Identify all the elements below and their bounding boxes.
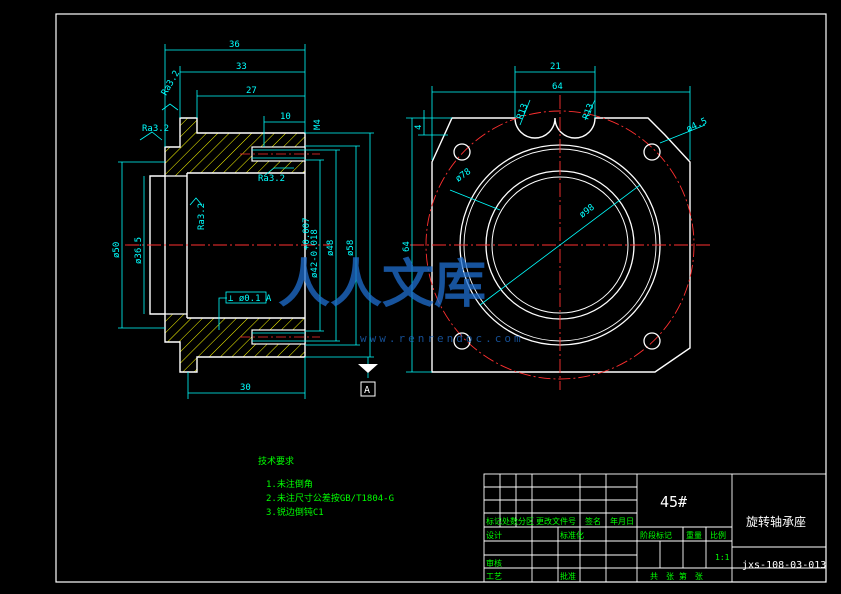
section-outline — [149, 117, 306, 373]
tb-approve: 批准 — [560, 571, 576, 581]
tb-header-3: 分区 — [518, 517, 534, 526]
bolt-hole-br — [643, 332, 661, 350]
dim-4: 4 — [414, 125, 424, 130]
part-name: 旋转轴承座 — [746, 514, 806, 529]
roughness-2: Ra3.2 — [142, 124, 169, 134]
roughness-3: Ra3.2 — [258, 174, 285, 184]
watermark-text: 人人文库 — [278, 254, 486, 315]
tb-scale: 比例 — [710, 530, 726, 540]
tb-standardize: 标准化 — [560, 530, 584, 540]
tb-weight: 重量 — [686, 530, 702, 540]
hatch-lower — [165, 314, 305, 372]
dim-phi98: ø98 — [578, 203, 597, 221]
dim-phi42: ø42-0.018 — [310, 229, 320, 278]
dim-21: 21 — [550, 62, 561, 72]
tb-header-6: 年月日 — [610, 516, 634, 526]
tb-sheet: 共 张 第 张 — [650, 571, 703, 581]
dim-phi48: ø48 — [326, 240, 336, 256]
tolerance-frame-text: ⊥ ø0.1 A — [228, 294, 272, 304]
scale-value: 1:1 — [715, 553, 730, 562]
dim-phi50: ø50 — [112, 242, 122, 258]
tb-header-5: 签名 — [585, 516, 601, 526]
dim-10: 10 — [280, 112, 291, 122]
roughness-4: Ra3.2 — [197, 203, 207, 230]
tb-header-4: 更改文件号 — [536, 516, 576, 526]
dim-30: 30 — [240, 383, 251, 393]
datum-triangle — [358, 364, 378, 373]
datum-label: A — [364, 385, 370, 396]
dim-phi78: ø78 — [454, 167, 473, 185]
bolt-hole-tl — [453, 143, 471, 161]
bolt-hole-tr — [643, 143, 661, 161]
tb-header-1: 标记 — [486, 516, 502, 526]
title-block — [483, 473, 827, 583]
dim-phi58: ø58 — [346, 240, 356, 256]
tb-row-process: 工艺 — [486, 572, 502, 581]
dim-phi45: ø4.5 — [685, 116, 709, 134]
dim-36: 36 — [229, 40, 240, 50]
sheet-border — [55, 13, 827, 583]
roughness-1: Ra3.2 — [160, 69, 182, 97]
front-dimensions — [406, 66, 706, 373]
dim-64-vertical: 64 — [402, 241, 412, 252]
tb-stage-mark: 阶段标记 — [640, 530, 672, 540]
tb-header-2: 处数 — [502, 516, 518, 526]
front-view — [410, 95, 710, 390]
bore-innermost — [491, 176, 629, 314]
note-1: 1.未注倒角 — [266, 478, 313, 490]
note-2: 2.未注尺寸公差按GB/T1804-G — [266, 492, 394, 504]
dim-r13-left: R13 — [515, 102, 530, 121]
dim-64-horizontal: 64 — [552, 82, 563, 92]
notes-title: 技术要求 — [258, 455, 294, 467]
dim-m4: M4 — [313, 119, 323, 130]
bolt-circle — [425, 110, 695, 380]
drawing-number: jxs-108-03-013 — [742, 560, 826, 571]
datum-box — [360, 381, 376, 397]
dim-phi365: ø36.5 — [134, 237, 144, 264]
section-view — [125, 117, 330, 373]
tb-row-review: 审核 — [486, 558, 502, 568]
material: 45# — [660, 493, 687, 511]
tolerance-frame — [225, 291, 267, 304]
dim-phi42-tol: +0.007 — [302, 217, 312, 250]
dim-27: 27 — [246, 86, 257, 96]
dim-33: 33 — [236, 62, 247, 72]
note-3: 3.锐边倒钝C1 — [266, 506, 324, 518]
bolt-hole-bl — [453, 332, 471, 350]
dim-r13-right: R13 — [581, 102, 596, 121]
tb-row-design: 设计 — [486, 530, 502, 540]
watermark-url: www.renrendoc.com — [360, 332, 524, 345]
